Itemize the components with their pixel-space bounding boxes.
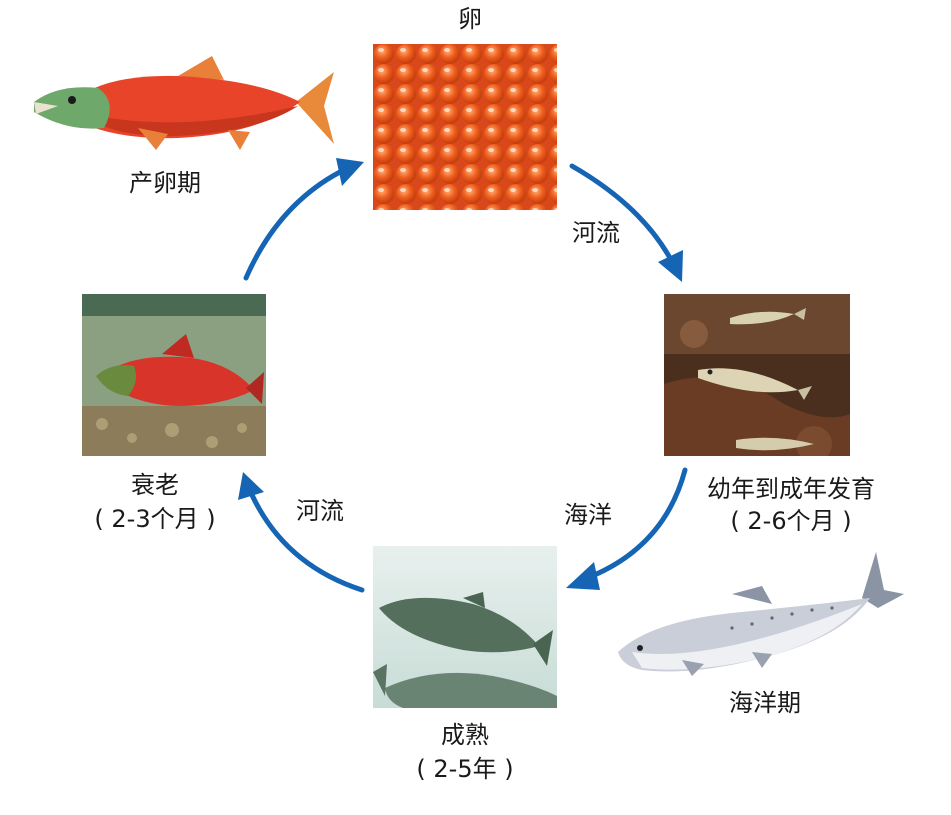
- juvenile-photo: [664, 294, 850, 456]
- mature-duration: ( 2-5年 ): [400, 754, 530, 784]
- egg-label: 卵: [440, 4, 500, 34]
- arrowhead-mature-to-senescence: [238, 472, 264, 500]
- arrow-label-egg-to-juvenile: 河流: [556, 218, 636, 248]
- mature-photo: [373, 546, 557, 708]
- juvenile-label: 幼年到成年发育: [676, 474, 906, 504]
- senescence-photo: [82, 294, 266, 456]
- arrow-label-mature-to-senescence: 河流: [280, 496, 360, 526]
- senescence-label: 衰老: [110, 470, 200, 500]
- ocean-label: 海洋期: [700, 688, 830, 718]
- ocean-salmon-illustration: [612, 548, 908, 684]
- arrow-label-juvenile-to-mature: 海洋: [548, 500, 628, 530]
- senescence-duration: ( 2-3个月 ): [70, 504, 240, 534]
- mature-label: 成熟: [420, 720, 510, 750]
- spawning-salmon-illustration: [28, 54, 338, 156]
- arrow-senescence-to-egg: [246, 172, 340, 278]
- arrowhead-juvenile-to-mature: [566, 562, 600, 590]
- egg-photo: [373, 44, 557, 210]
- spawning-label: 产卵期: [100, 168, 230, 198]
- salmon-eggs-illustration: [373, 44, 557, 210]
- juvenile-duration: ( 2-6个月 ): [706, 506, 876, 536]
- arrowhead-senescence-to-egg: [336, 158, 364, 186]
